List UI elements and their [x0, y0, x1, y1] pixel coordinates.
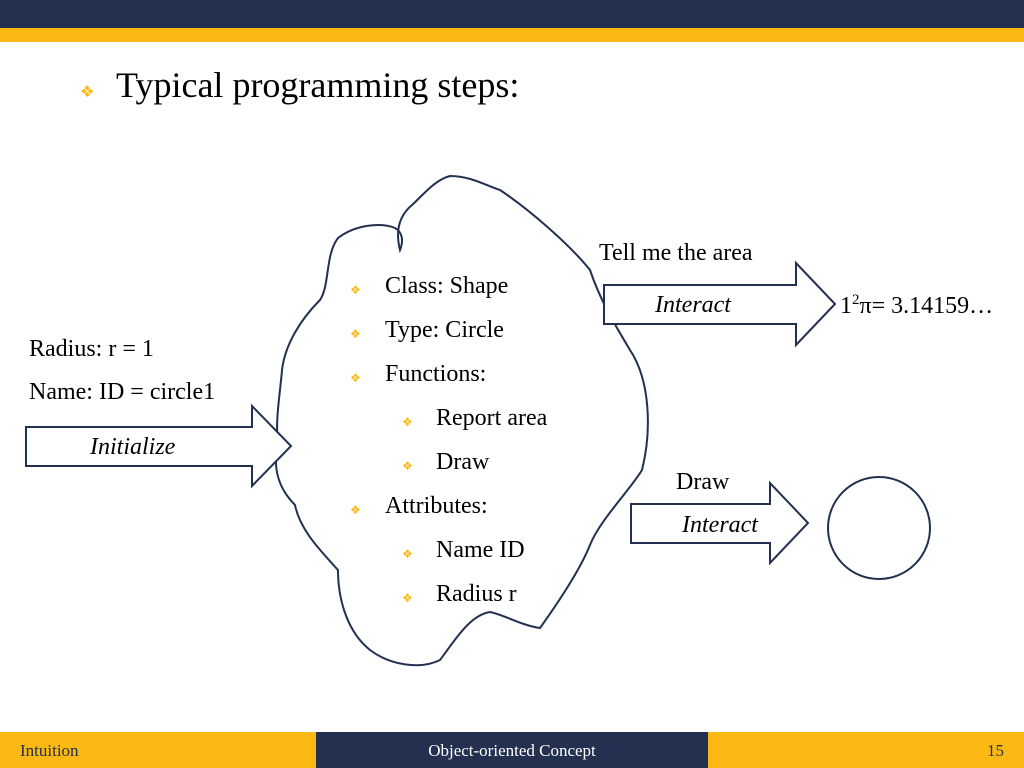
cloud-item-class: Class: Shape [385, 273, 509, 299]
cloud-item-type: Type: Circle [385, 317, 504, 343]
diamond-bullet-icon: ❖ [350, 371, 361, 385]
result-rest: π= 3.14159… [859, 293, 994, 319]
circle-shape [827, 476, 931, 580]
interact-label-top: Interact [655, 292, 731, 318]
footer-left-block: Intuition [0, 732, 316, 768]
result-exponent: 2 [852, 292, 860, 308]
footer-title: Object-oriented Concept [428, 741, 596, 760]
footer-center-block: Object-oriented Concept [316, 732, 708, 768]
header-bar [0, 0, 1024, 28]
cloud-shape [274, 174, 649, 667]
diamond-bullet-icon: ❖ [350, 327, 361, 341]
footer-right-block: 15 [708, 732, 1024, 768]
diamond-bullet-icon: ❖ [402, 547, 413, 561]
area-result: 12π= 3.14159… [840, 292, 993, 320]
draw-label: Draw [676, 469, 730, 495]
diamond-bullet-icon: ❖ [80, 82, 95, 101]
initialize-label: Initialize [90, 434, 176, 460]
footer: Intuition Object-oriented Concept 15 [0, 732, 1024, 768]
diamond-bullet-icon: ❖ [402, 415, 413, 429]
cloud-item-functions: Functions: [385, 361, 487, 387]
interact-label-bottom: Interact [682, 512, 758, 538]
name-label: Name: ID = circle1 [29, 379, 216, 405]
diamond-bullet-icon: ❖ [350, 503, 361, 517]
interact-arrow-top [603, 260, 837, 348]
radius-label: Radius: r = 1 [29, 336, 154, 362]
cloud-item-report-area: Report area [436, 405, 548, 431]
result-base: 1 [840, 293, 852, 319]
header-stripe [0, 28, 1024, 42]
tell-area-label: Tell me the area [599, 240, 753, 266]
footer-section: Intuition [20, 741, 79, 760]
initialize-arrow [25, 403, 293, 489]
diamond-bullet-icon: ❖ [350, 283, 361, 297]
cloud-item-radius: Radius r [436, 581, 517, 607]
cloud-item-draw: Draw [436, 449, 490, 475]
diamond-bullet-icon: ❖ [402, 591, 413, 605]
cloud-item-attributes: Attributes: [385, 493, 488, 519]
interact-arrow-bottom [630, 480, 810, 566]
diamond-bullet-icon: ❖ [402, 459, 413, 473]
cloud-item-name-id: Name ID [436, 537, 525, 563]
slide-title: Typical programming steps: [116, 65, 520, 105]
page-number: 15 [987, 741, 1004, 760]
